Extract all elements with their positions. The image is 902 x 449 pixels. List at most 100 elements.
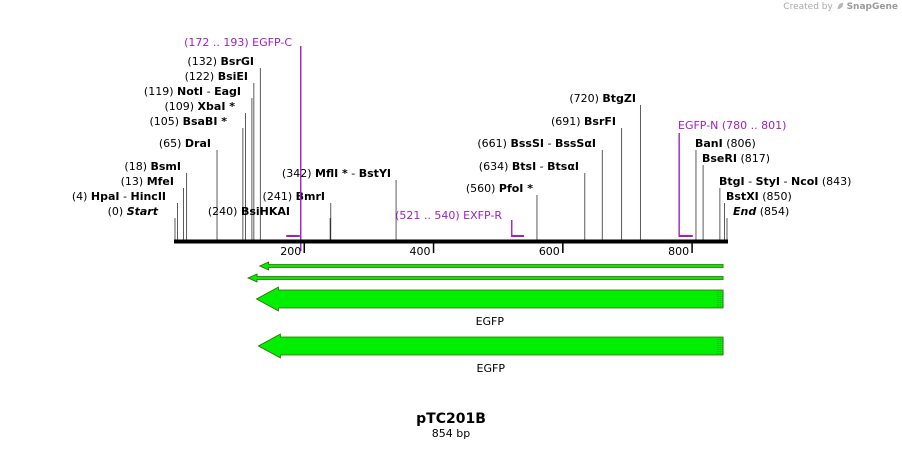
enzyme-name: BssSI	[510, 137, 544, 150]
enzyme-site-noti[interactable]: (119) NotI - EagI	[144, 85, 253, 241]
enzyme-name: BsmI	[151, 160, 182, 173]
enzyme-label: BanI (806)	[695, 137, 756, 150]
enzyme-site-btsi[interactable]: (634) BtsI - BtsαI	[479, 160, 586, 241]
ruler-tick-label: 600	[539, 245, 560, 258]
enzyme-position: (109)	[164, 100, 194, 113]
primer-range: (780 .. 801)	[722, 119, 787, 132]
primer-exfp-r[interactable]: (521 .. 540) EXFP-R	[395, 209, 525, 237]
enzyme-position: (634)	[479, 160, 509, 173]
enzyme-site-bani[interactable]: BanI (806)	[695, 137, 756, 241]
enzyme-position: (817)	[740, 152, 770, 165]
enzyme-position: (0)	[108, 205, 124, 218]
enzyme-site-bsihkai[interactable]: (240) BsiHKAI	[208, 205, 331, 241]
feature-arrow-shape	[257, 333, 724, 359]
enzyme-name: MflI *	[315, 167, 348, 180]
enzyme-site-drai[interactable]: (65) DraI	[159, 137, 218, 241]
orf-arrow[interactable]	[258, 261, 724, 271]
enzyme-site-bsrfi[interactable]: (691) BsrFI	[551, 115, 623, 241]
enzyme-name: DraI	[185, 137, 211, 150]
enzyme-label: (560) PfoI *	[466, 182, 533, 195]
enzyme-name: MfeI	[147, 175, 174, 188]
enzyme-label: (240) BsiHKAI	[208, 205, 290, 218]
primer-label: (521 .. 540) EXFP-R	[395, 209, 502, 222]
enzyme-site-bseri[interactable]: BseRI (817)	[702, 152, 770, 241]
enzyme-site-bmri[interactable]: (241) BmrI	[263, 190, 332, 241]
enzyme-label: (691) BsrFI	[551, 115, 616, 128]
sequence-backbone[interactable]	[174, 239, 728, 244]
feature-arrow-egfp[interactable]: EGFP	[257, 333, 724, 375]
orf-arrow-shape	[258, 261, 724, 271]
enzyme-site-hpai[interactable]: (4) HpaI - HincII	[72, 190, 178, 241]
enzyme-position: (720)	[569, 92, 599, 105]
primer-range: (521 .. 540)	[395, 209, 460, 222]
enzyme-site-mfei[interactable]: (13) MfeI	[121, 175, 184, 241]
enzyme-name: BsaBI *	[183, 115, 228, 128]
map-length: 854 bp	[432, 427, 470, 440]
enzyme-name: BtsαI	[547, 160, 579, 173]
enzyme-site-bsrgi[interactable]: (132) BsrGI	[187, 55, 261, 241]
ruler-tick-label: 200	[280, 245, 301, 258]
enzyme-label: (105) BsaBI *	[149, 115, 227, 128]
enzyme-name: BstYI	[359, 167, 391, 180]
enzyme-position: (240)	[208, 205, 238, 218]
enzyme-position: (4)	[72, 190, 88, 203]
enzyme-site-bsssi[interactable]: (661) BssSI - BssSαI	[477, 137, 603, 241]
enzyme-name: BanI	[695, 137, 723, 150]
enzyme-name-separator: -	[203, 85, 214, 98]
enzyme-name-separator: -	[120, 190, 131, 203]
enzyme-site-bsiei[interactable]: (122) BsiEI	[185, 70, 255, 241]
primer-label: (172 .. 193) EGFP-C	[184, 36, 292, 49]
enzyme-site-btgzi[interactable]: (720) BtgZI	[569, 92, 641, 241]
enzyme-label: (119) NotI - EagI	[144, 85, 241, 98]
primer-name: EXFP-R	[463, 209, 502, 222]
enzyme-position: (806)	[726, 137, 756, 150]
enzyme-site-bsabi[interactable]: (105) BsaBI *	[149, 115, 244, 241]
ruler-tick-label: 800	[668, 245, 689, 258]
enzyme-label: (4) HpaI - HincII	[72, 190, 166, 203]
enzyme-position: (560)	[466, 182, 496, 195]
enzyme-label: (122) BsiEI	[185, 70, 248, 83]
enzyme-name: StyI	[756, 175, 780, 188]
enzyme-name: Start	[127, 205, 159, 218]
enzyme-label: (342) MflI * - BstYI	[282, 167, 391, 180]
enzyme-name-separator: -	[348, 167, 359, 180]
enzyme-position: (122)	[185, 70, 215, 83]
enzyme-name: BseRI	[702, 152, 737, 165]
enzyme-position: (119)	[144, 85, 174, 98]
enzyme-label: (661) BssSI - BssSαI	[477, 137, 596, 150]
enzyme-name: BsrGI	[221, 55, 254, 68]
snapgene-watermark: Created by SnapGene	[783, 2, 898, 12]
enzyme-name: BsiHKAI	[241, 205, 290, 218]
primer-egfp-c[interactable]: (172 .. 193) EGFP-C	[184, 36, 302, 251]
enzyme-site-btgi[interactable]: BtgI - StyI - NcoI (843)	[719, 175, 851, 241]
snapgene-leaf-icon	[837, 2, 843, 10]
enzyme-label: (634) BtsI - BtsαI	[479, 160, 579, 173]
primer-egfp-n[interactable]: EGFP-N (780 .. 801)	[678, 119, 786, 237]
enzyme-position: (843)	[822, 175, 852, 188]
enzyme-site-end[interactable]: End (854)	[726, 205, 790, 241]
orf-arrow[interactable]	[247, 273, 724, 283]
enzyme-site-bsmi[interactable]: (18) BsmI	[124, 160, 188, 241]
enzyme-site-xbai[interactable]: (109) XbaI *	[164, 100, 246, 241]
primer-range: (172 .. 193)	[184, 36, 249, 49]
enzyme-name: BtsI	[512, 160, 536, 173]
features-layer: EGFP EGFP	[247, 261, 724, 375]
enzyme-name: XbaI *	[198, 100, 236, 113]
enzyme-name: BtgI	[719, 175, 745, 188]
primer-name: EGFP-C	[252, 36, 292, 49]
enzyme-site-start[interactable]: (0) Start	[108, 205, 176, 241]
enzyme-site-bstxi[interactable]: BstXI (850)	[724, 190, 792, 241]
enzyme-label: (18) BsmI	[124, 160, 181, 173]
enzyme-position: (854)	[760, 205, 790, 218]
backbone-layer	[174, 239, 728, 244]
enzyme-name: EagI	[214, 85, 241, 98]
feature-arrow-shape	[255, 286, 724, 312]
feature-label: EGFP	[476, 315, 505, 328]
enzyme-site-pfoi[interactable]: (560) PfoI *	[466, 182, 538, 241]
enzyme-position: (661)	[477, 137, 507, 150]
enzyme-site-mfli[interactable]: (342) MflI * - BstYI	[282, 167, 397, 241]
feature-arrow-egfp[interactable]: EGFP	[255, 286, 724, 328]
map-title: pTC201B	[416, 411, 486, 427]
enzyme-label: (13) MfeI	[121, 175, 174, 188]
